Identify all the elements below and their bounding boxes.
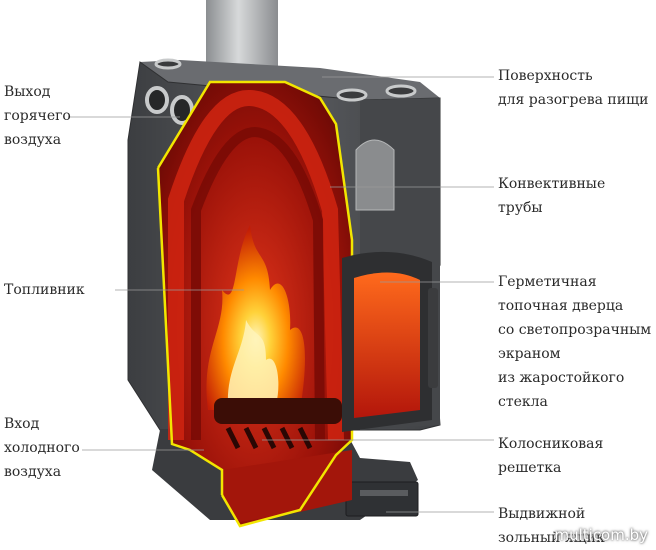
watermark: multicom.by	[554, 526, 648, 544]
stove-top-surface	[140, 60, 440, 100]
top-outlet-ring	[154, 58, 182, 70]
ash-drawer	[345, 481, 419, 517]
flame	[206, 225, 305, 410]
label-firebox: Топливник	[4, 282, 85, 298]
convection-tube-arch	[168, 90, 344, 441]
label-cold-air-inlet: Вход холодного воздуха	[4, 416, 80, 480]
label-sealed-door: Герметичная топочная дверца со светопроз…	[498, 274, 652, 410]
label-grate: Колосниковая решетка	[498, 436, 604, 476]
firebox-door	[342, 251, 438, 432]
top-outlet-ring	[336, 88, 368, 102]
label-convection-tubes: Конвективные трубы	[498, 176, 606, 216]
label-hot-air-outlet: Выход горячего воздуха	[4, 84, 71, 148]
cutaway-outline	[156, 80, 354, 528]
flame-core	[227, 320, 279, 405]
convection-tube-arch	[191, 126, 325, 441]
label-ash-drawer: Выдвижной зольный ящик	[498, 506, 605, 546]
grate-bars	[225, 426, 313, 450]
ash-pan-interior	[222, 450, 352, 522]
outlet-ring	[145, 86, 169, 114]
label-cooking-surface: Поверхность для разогрева пищи	[498, 68, 649, 108]
maker-plate	[355, 139, 395, 211]
burning-logs	[214, 398, 342, 424]
leader-lines	[68, 76, 494, 513]
ash-drawer-handle	[360, 490, 408, 496]
top-outlet-ring	[385, 84, 417, 98]
